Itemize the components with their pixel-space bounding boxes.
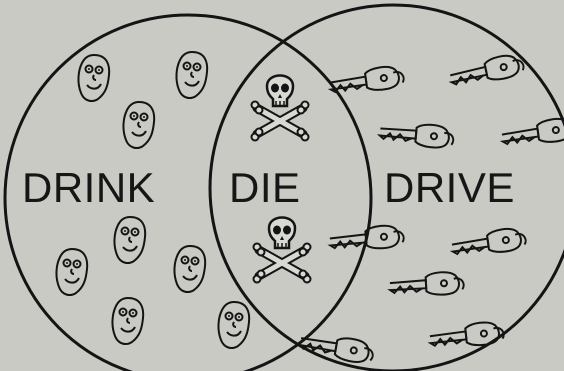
die-label: DIE: [229, 164, 301, 211]
drunk-face-icon: [176, 52, 207, 98]
car-key-icon: [329, 64, 405, 96]
drink-label: DRINK: [22, 164, 155, 211]
car-key-icon: [329, 224, 404, 253]
drive-label: DRIVE: [384, 164, 515, 211]
drunk-face-icon: [174, 246, 205, 292]
car-key-icon: [449, 52, 526, 89]
drunk-face-icon: [78, 55, 109, 101]
drunk-face-icon: [114, 217, 145, 263]
car-key-icon: [451, 226, 527, 258]
car-key-icon: [501, 116, 564, 148]
drunk-face-icon: [112, 298, 143, 344]
drunk-face-icon: [123, 102, 154, 148]
skull-crossbones-icon: [254, 218, 311, 283]
drunk-face-icon: [56, 249, 87, 295]
drunk-face-icon: [218, 302, 249, 348]
car-key-icon: [389, 271, 464, 297]
car-key-icon: [429, 320, 505, 350]
skull-crossbones-icon: [252, 76, 309, 141]
car-key-icon: [379, 120, 454, 149]
